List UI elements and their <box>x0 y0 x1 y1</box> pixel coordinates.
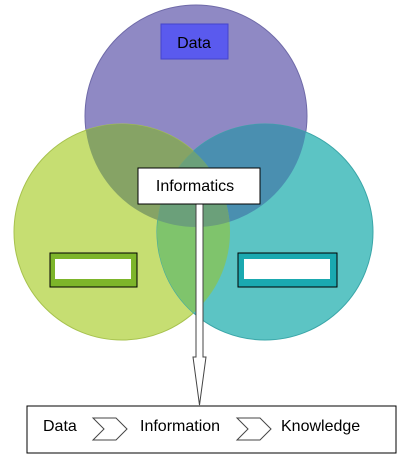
informatics-label: Informatics <box>156 178 234 195</box>
informatics-box <box>137 167 261 205</box>
data-label-box <box>160 23 229 60</box>
flow-step-information: Information <box>140 418 220 435</box>
flow-step-knowledge: Knowledge <box>281 418 360 435</box>
flow-box <box>26 405 397 454</box>
down-arrow <box>192 203 207 406</box>
flow-step-data: Data <box>43 418 77 435</box>
left-label-redacted <box>55 259 131 279</box>
flow-arrow-1 <box>91 417 128 441</box>
right-label-redacted <box>244 259 330 279</box>
flow-arrow-2 <box>235 417 272 441</box>
data-label: Data <box>177 35 211 52</box>
